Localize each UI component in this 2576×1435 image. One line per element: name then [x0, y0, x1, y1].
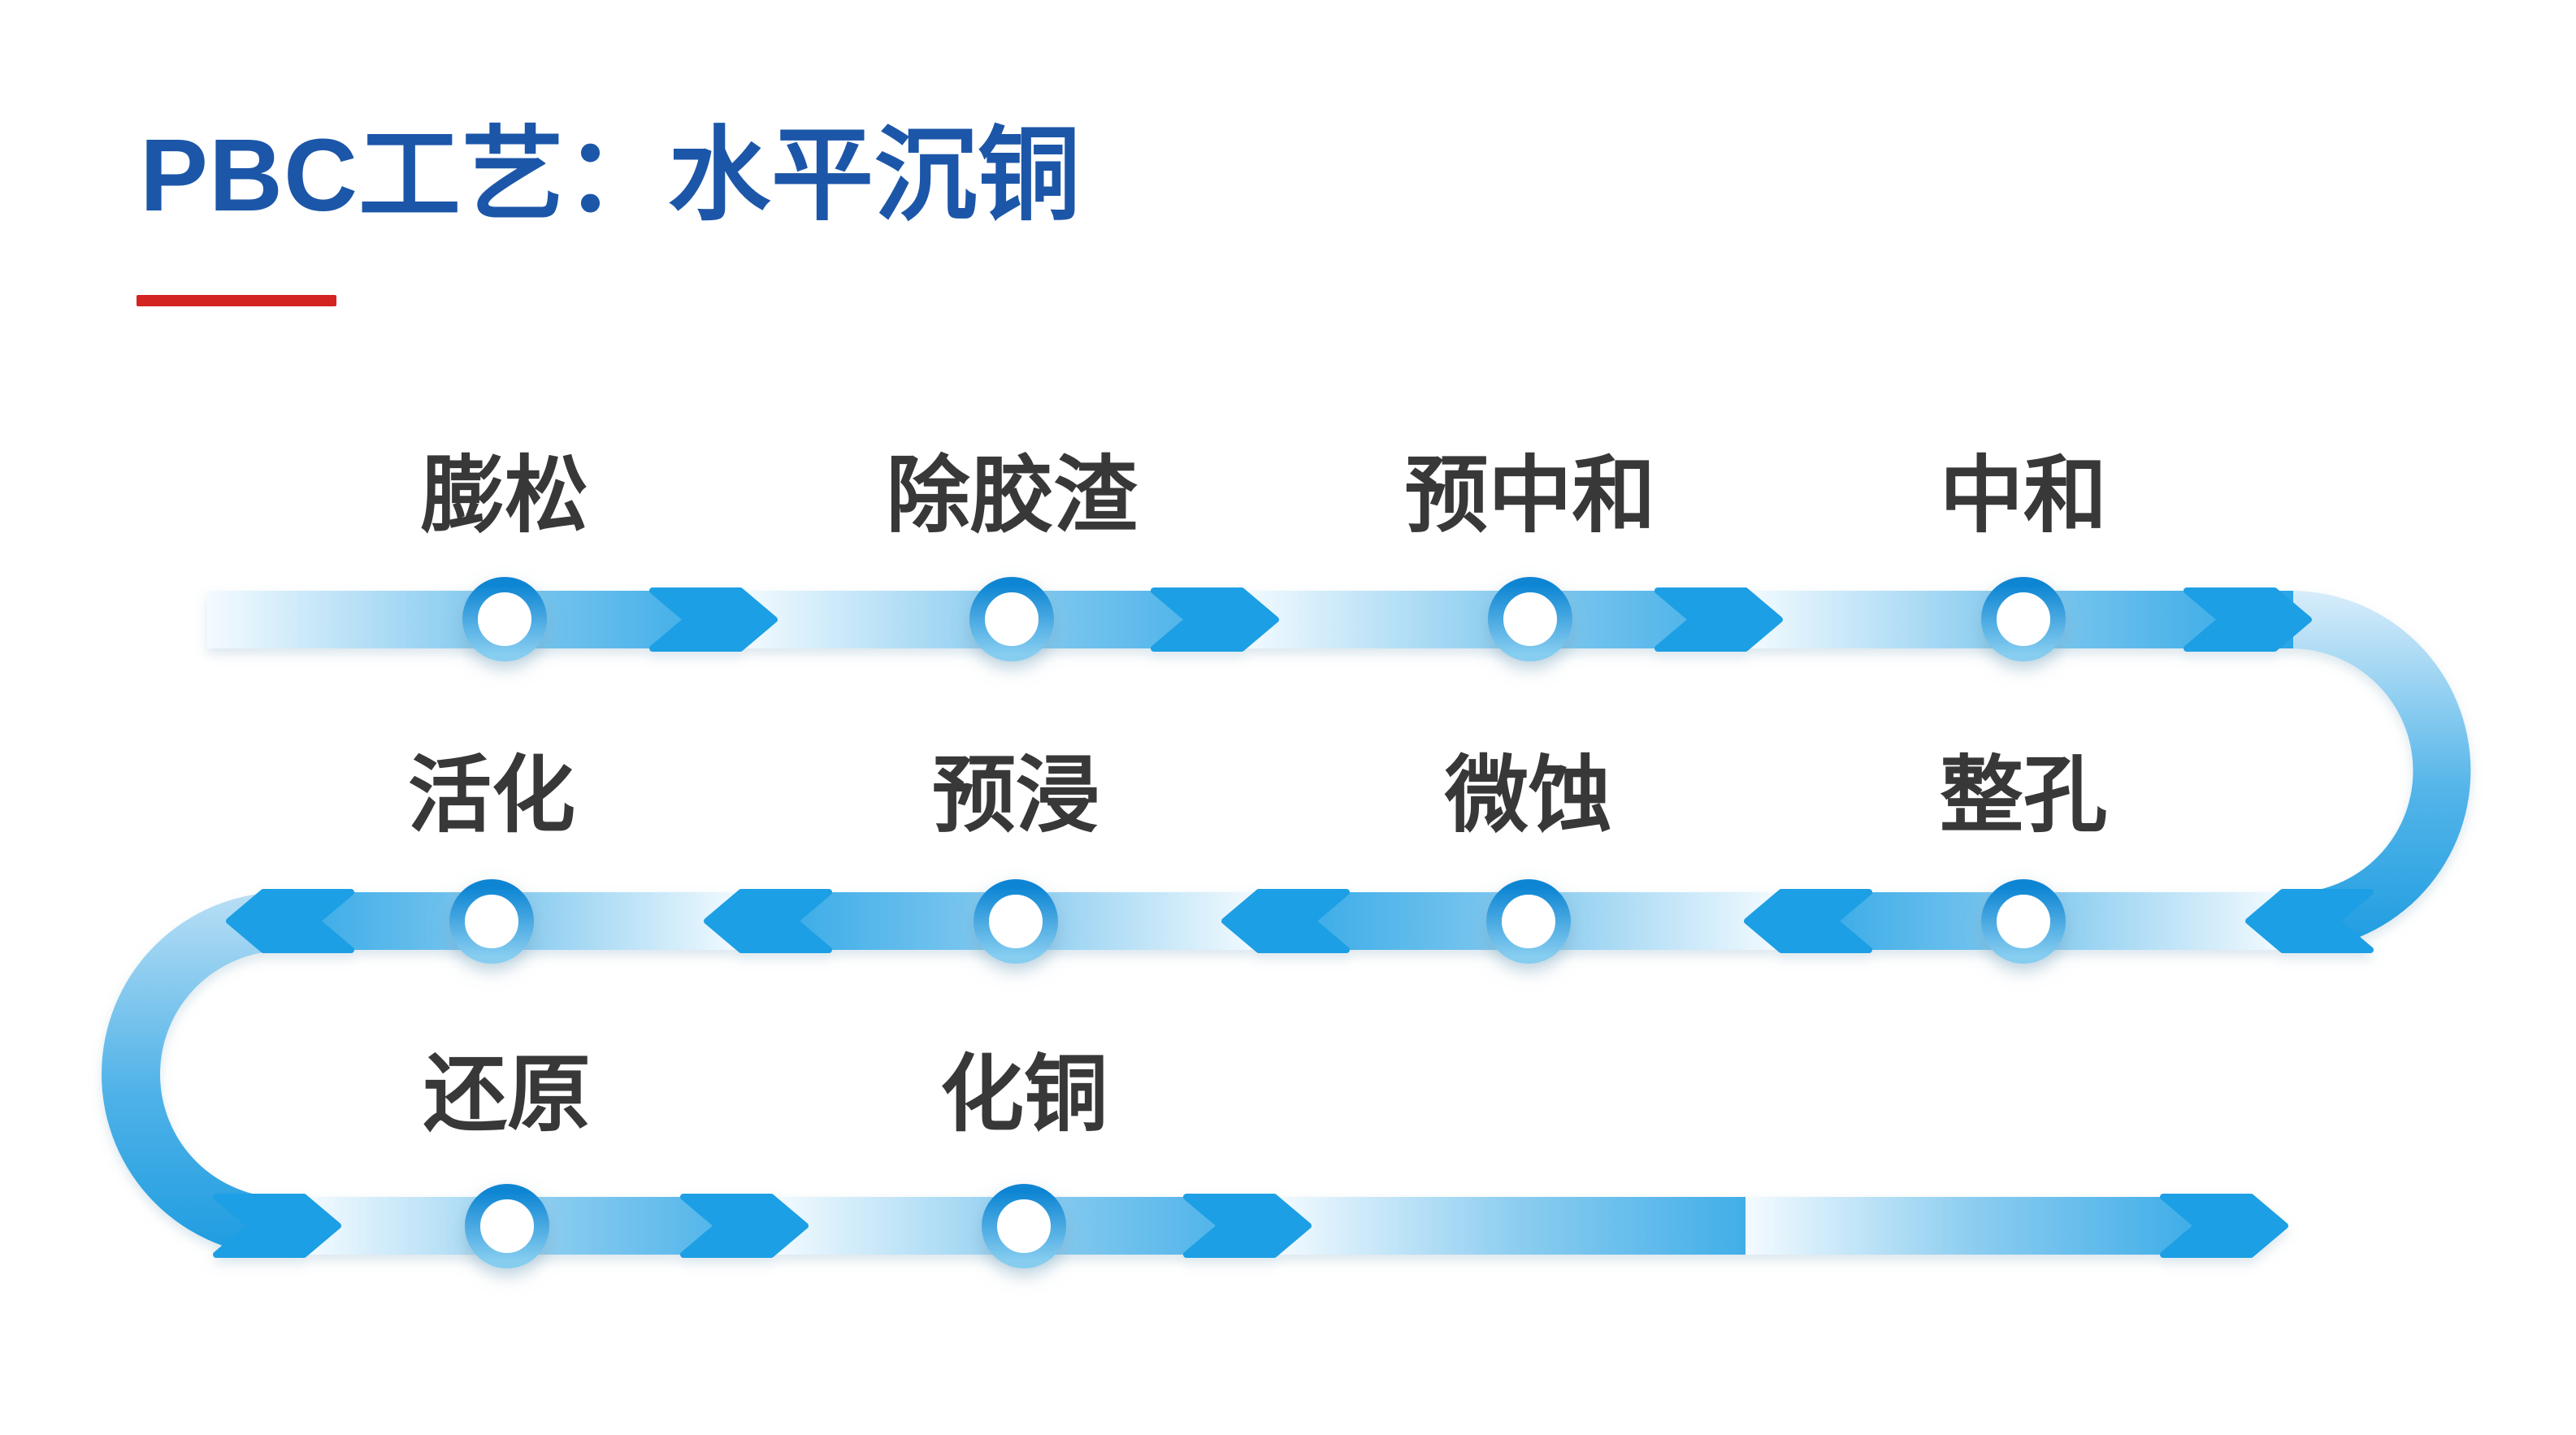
step-label-huanyuan: 还原 [423, 1047, 591, 1141]
node-ring [465, 1184, 549, 1268]
arrow-right-icon [1151, 587, 1279, 652]
node-ring [449, 879, 534, 964]
arrow-right-icon [1183, 1194, 1312, 1258]
step-label-yuzhonghe: 预中和 [1405, 449, 1656, 542]
node-ring [1981, 577, 2066, 661]
u-turn-right [2291, 591, 2471, 951]
arrow-left-icon [2245, 889, 2374, 953]
node-ring [982, 1184, 1066, 1268]
step-label-pengsong: 膨松 [421, 449, 588, 542]
arrow-left-icon [704, 889, 832, 953]
u-turn-left [102, 892, 284, 1256]
arrow-right-icon [680, 1194, 809, 1258]
step-label-chujiaozha: 除胶渣 [887, 449, 1138, 542]
node-ring [1488, 577, 1572, 661]
step-label-zhonghe: 中和 [1940, 449, 2107, 542]
arrow-right-icon [2160, 1194, 2288, 1258]
arrow-right-icon [213, 1194, 341, 1258]
node-ring [969, 577, 1054, 661]
node-ring [1486, 879, 1571, 964]
step-label-yujin: 预浸 [932, 748, 1099, 842]
step-label-weishi: 微蚀 [1444, 748, 1612, 842]
arrow-left-icon [1221, 889, 1350, 953]
page-title: PBC工艺：水平沉铜 [140, 118, 1082, 232]
arrow-right-icon [1654, 587, 1783, 652]
node-ring [974, 879, 1058, 964]
arrow-left-icon [1744, 889, 1872, 953]
step-label-zhengkong: 整孔 [1940, 748, 2107, 842]
arrow-right-icon [2184, 587, 2312, 652]
step-label-huohua: 活化 [408, 748, 575, 842]
band-segment [1746, 1197, 2253, 1255]
node-ring [1981, 879, 2066, 964]
arrow-right-icon [649, 587, 778, 652]
band-segment [1274, 1197, 1814, 1255]
title-underline-bar [137, 295, 336, 306]
step-label-huatong: 化铜 [940, 1047, 1108, 1141]
station-nodes [449, 577, 2066, 1268]
node-ring [462, 577, 547, 661]
arrow-left-icon [226, 889, 354, 953]
